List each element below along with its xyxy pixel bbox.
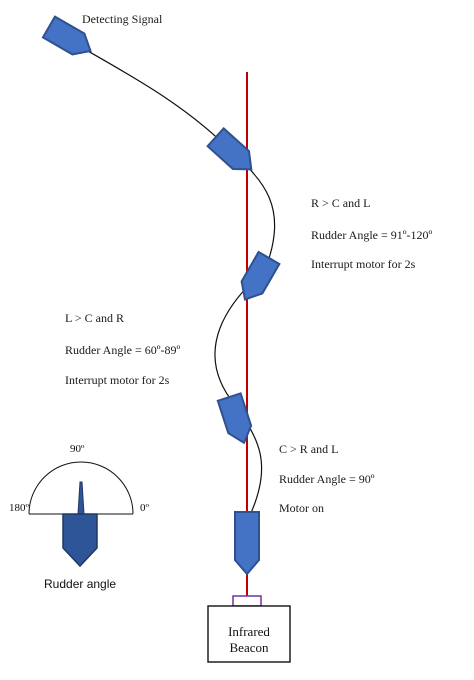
left-rudder-angle-label: Rudder Angle = 60º-89º [65,343,181,357]
right-rudder-angle-label: Rudder Angle = 91º-120º [311,228,433,242]
left-condition-label: L > C and R [65,311,124,325]
rudder-hull [62,513,98,568]
boat-left-turn [240,250,281,301]
rudder-gauge-0-label: 0º [140,502,149,514]
rudder-angle-caption: Rudder angle [44,577,117,591]
left-action-label: Interrupt motor for 2s [65,373,170,387]
detecting-signal-label: Detecting Signal [82,12,163,26]
boat-motor-on [234,511,260,576]
center-rudder-angle-label: Rudder Angle = 90º [279,472,375,486]
beacon-emitter [232,595,262,607]
rudder-gauge-90-label: 90º [70,443,85,455]
beacon-label-line1: Infrared [228,624,270,639]
infrared-beacon-box [207,605,291,663]
boat-correcting [216,392,253,445]
right-action-label: Interrupt motor for 2s [311,257,416,271]
rudder-fin [77,481,85,515]
boat-detecting [41,15,92,56]
boat-trajectory [59,34,276,516]
boat-right-turn [206,126,253,171]
beacon-label-line2: Beacon [229,640,269,655]
center-action-label: Motor on [279,501,324,515]
rudder-gauge-arc [28,461,134,515]
rudder-gauge-180-label: 180º [9,502,29,514]
right-condition-label: R > C and L [311,196,371,210]
center-condition-label: C > R and L [279,442,339,456]
